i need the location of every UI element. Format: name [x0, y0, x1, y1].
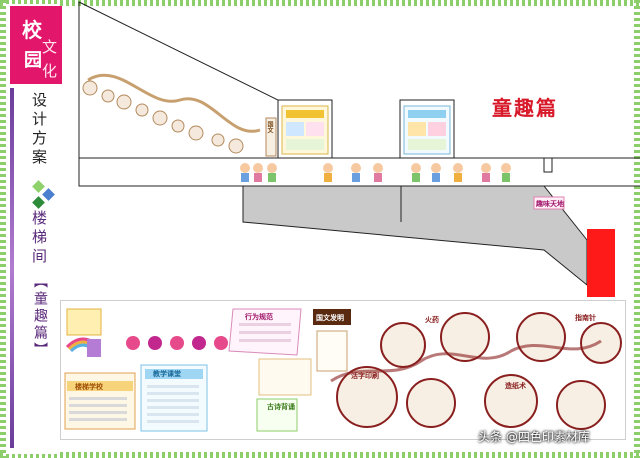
diamond-icon-green: [32, 180, 45, 193]
left-cartoon-frame: [66, 308, 102, 336]
landing-poster-right: [403, 105, 451, 155]
teach-card-title: 教学课堂: [153, 370, 181, 378]
cartoon-children-strip: [240, 163, 511, 182]
rules-card-title: 行为规范: [245, 313, 273, 321]
circle-chain-decoration: [82, 73, 261, 154]
badge-char-1: 校: [22, 18, 42, 42]
design-plan-label: 设计方案: [30, 92, 48, 168]
invention-paper: 造纸术: [505, 382, 526, 390]
diamond-icon-darkgreen: [32, 196, 45, 209]
landing-poster-left: [281, 105, 329, 155]
top-dotted-border: [0, 0, 640, 6]
fun-world-sign: [533, 196, 565, 210]
badge-char-4: 化: [42, 62, 58, 80]
heart-row: [126, 336, 228, 350]
purple-accent-bar: [10, 88, 14, 448]
poem-card: [256, 398, 298, 432]
badge-char-2: 园: [24, 50, 42, 71]
stairwell-label: 楼梯间: [30, 210, 48, 267]
watermark: 头条 @四色印素材库: [478, 430, 590, 444]
small-notch: [543, 157, 553, 173]
badge-char-3: 文: [42, 38, 58, 56]
section-label: 【童趣篇】: [32, 274, 48, 359]
right-dotted-border: [634, 0, 640, 458]
wall-panel-art: [64, 308, 622, 432]
red-end-block: [587, 229, 615, 297]
invention-circles: [336, 312, 622, 430]
stairwell-elevation-drawing: [78, 1, 640, 287]
hero-banner: [313, 309, 351, 325]
middle-list-card: [258, 358, 312, 396]
left-dotted-border: [0, 0, 6, 458]
left-board-title: 楼梯学校: [75, 383, 103, 391]
banner-label: 国文: [266, 121, 273, 133]
fun-world-sign-label: 趣味天地: [536, 200, 564, 208]
upper-wall-outline: [78, 1, 279, 159]
invention-printing: 活字印刷: [351, 372, 379, 380]
page-title: 童趣篇: [492, 96, 558, 120]
campus-culture-badge: 校 园 文 化: [10, 6, 62, 84]
hero-notice: [316, 330, 348, 372]
invention-compass: 指南针: [575, 314, 596, 322]
hero-banner-title: 国文发明: [316, 314, 344, 322]
bottom-dotted-border: [0, 452, 640, 458]
diamond-icon-blue: [42, 188, 55, 201]
small-vertical-banner: [265, 117, 277, 157]
poem-card-title: 古诗背诵: [267, 403, 295, 411]
side-title-panel: 校 园 文 化 设计方案 楼梯间 【童趣篇】: [6, 4, 62, 454]
invention-gunpowder: 火药: [425, 316, 439, 324]
expanded-wall-panel: 楼梯学校 教学课堂 行为规范 古诗背诵 国文发明 火药 指南针 活字印刷 造纸术: [60, 300, 626, 440]
